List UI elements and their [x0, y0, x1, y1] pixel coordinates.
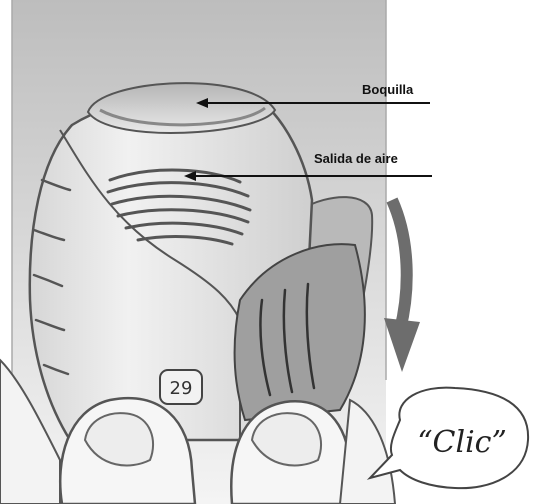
air-outlet-label: Salida de aire — [314, 151, 398, 166]
mouthpiece-label: Boquilla — [362, 82, 414, 97]
click-sound-text: “Clic” — [417, 425, 507, 460]
dose-counter: 29 — [170, 378, 193, 399]
